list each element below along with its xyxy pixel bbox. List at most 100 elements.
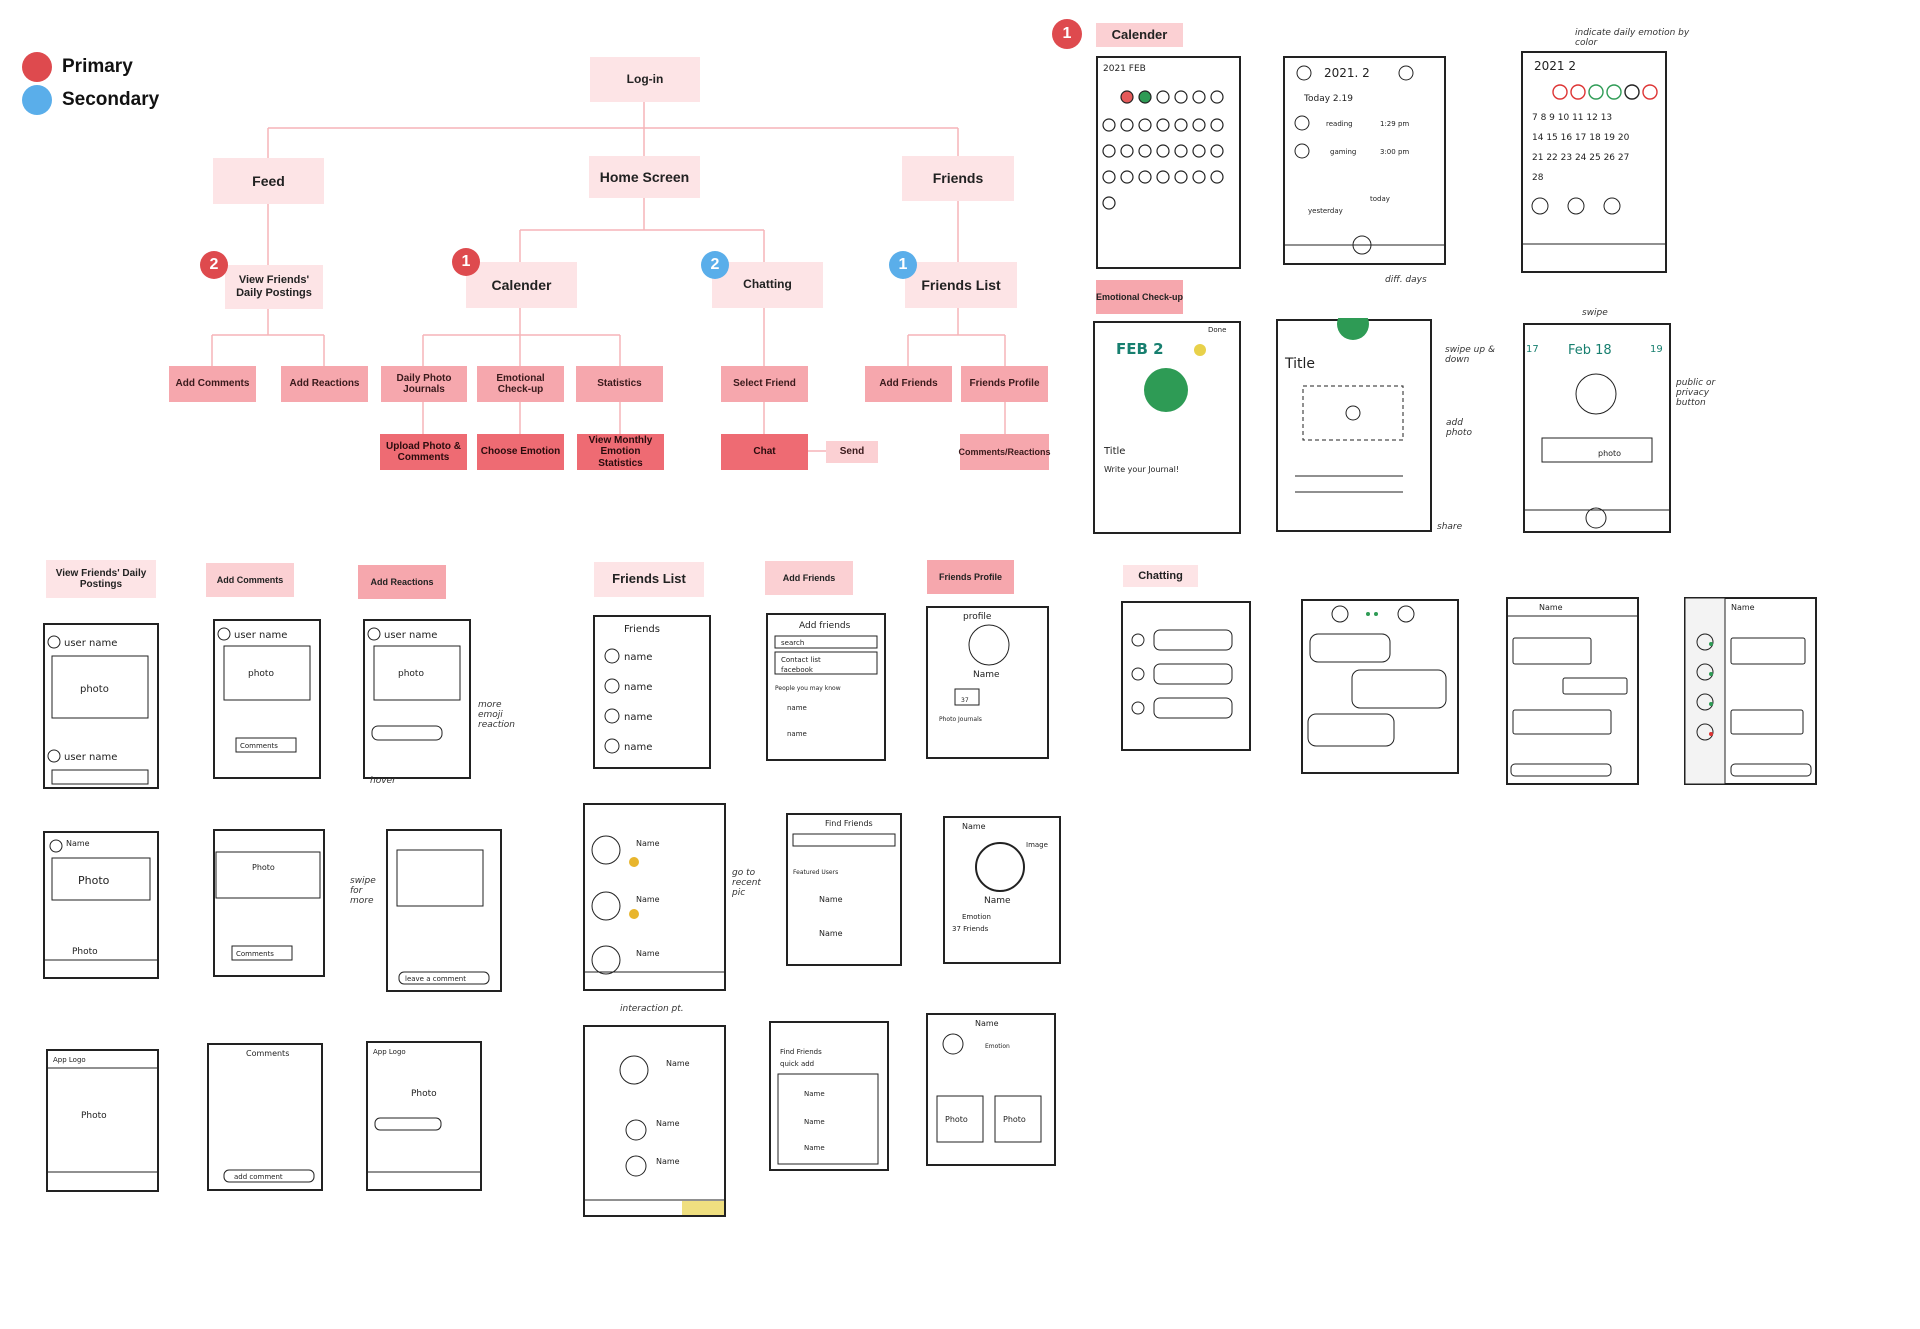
profile-sketch-2: Name Image Name Emotion 37 Friends (943, 816, 1061, 964)
send-node: Send (826, 441, 878, 463)
flh2-name-1: Name (666, 1059, 690, 1068)
friends-list-home-sketch-1: Name Name Name (583, 803, 726, 991)
home-screen-node: Home Screen (589, 156, 700, 198)
emotional-section-header: Emotional Check-up (1096, 280, 1183, 314)
cal2-reading-time: 1:29 pm (1380, 120, 1409, 128)
primary-legend-label: Primary (62, 56, 133, 77)
comments-reactions-node: Comments/Reactions (958, 434, 1051, 470)
cal2-today: Today 2.19 (1303, 94, 1353, 104)
ff2-quick-add: quick add (780, 1060, 814, 1068)
emo3-swipe-note: swipe (1582, 308, 1608, 318)
flow-connectors (211, 102, 1006, 452)
friends-list-priority-badge: 1 (889, 251, 917, 279)
flh1-recent-pic-note: go to recent pic (732, 868, 761, 898)
friends-node: Friends (902, 156, 1014, 201)
emo3-public-note: public or privacy button (1676, 378, 1716, 408)
fh1-photo-2: Photo (72, 947, 98, 957)
friends-list-node: Friends List (905, 262, 1017, 308)
af-facebook: facebook (781, 666, 814, 674)
svg-text:28: 28 (1532, 173, 1544, 183)
find-friends-sketch-2: Find Friends quick add Name Name Name (769, 1021, 889, 1171)
calender-node: Calender (466, 262, 577, 308)
emo2-share-note: share (1437, 522, 1463, 532)
fl-friends: Friends (624, 624, 660, 635)
add-comments-sketch: user name photo Comments (213, 619, 321, 779)
primary-legend-dot (22, 52, 52, 82)
flh1-name-1: Name (636, 839, 660, 848)
ff2-name-3: Name (804, 1144, 825, 1152)
fc-add-comment: add comment (234, 1173, 283, 1181)
secondary-legend-label: Secondary (62, 89, 160, 110)
ar-hover-note: hover (370, 776, 396, 786)
fa2-photo: Photo (411, 1089, 437, 1099)
cal3-emotion-color-note: indicate daily emotion by color (1575, 28, 1690, 48)
fh2-comments: Comments (236, 950, 274, 958)
view-friends-sketch: user name photo user name (43, 623, 159, 789)
fa1-app-logo: App Logo (53, 1056, 86, 1064)
fc-comments-title: Comments (246, 1049, 289, 1058)
cal3-year: 2021 2 (1534, 59, 1576, 73)
ch4-name: Name (1731, 603, 1755, 612)
view-friends-section-header: View Friends' Daily Postings (46, 560, 156, 598)
fh2-photo: Photo (252, 863, 275, 872)
fp-photo-journals: Photo Journals (939, 716, 982, 723)
fh3-leave-comment: leave a comment (405, 975, 466, 983)
emo1-done: Done (1208, 326, 1226, 334)
calender-sketch-1: 2021 FEB (1096, 56, 1241, 269)
cal2-reading: reading (1326, 120, 1353, 128)
friends-list-sketch: Friends name name name name (593, 615, 711, 769)
ff2-title: Find Friends (780, 1048, 822, 1056)
find-friends-sketch-1: Find Friends Featured Users Name Name (786, 813, 902, 966)
monthly-statistics-node: View Monthly Emotion Statistics (577, 434, 664, 470)
af-contact-list: Contact list (781, 656, 821, 664)
cal2-gaming-time: 3:00 pm (1380, 148, 1409, 156)
af-name-1: name (787, 704, 807, 712)
fp-friends-count: 37 (961, 697, 969, 704)
ff2-name-2: Name (804, 1118, 825, 1126)
fa2-app-logo: App Logo (373, 1048, 406, 1056)
statistics-node: Statistics (576, 366, 663, 402)
emotional-sketch-2: Title (1276, 318, 1432, 532)
p2-image: Image (1026, 841, 1048, 849)
ff1-name-1: Name (819, 895, 843, 904)
feed-home-sketch-1: Name Photo Photo (43, 831, 159, 979)
af-search: search (781, 639, 804, 647)
feed-home-sketch-3: leave a comment (386, 829, 502, 992)
chatting-priority-badge: 2 (701, 251, 729, 279)
calender-section-header: Calender (1096, 23, 1183, 47)
vf-user-name: user name (64, 638, 117, 649)
af-name-2: name (787, 730, 807, 738)
chatting-sketch-3: Name (1506, 597, 1639, 785)
upload-photo-node: Upload Photo & Comments (380, 434, 467, 470)
add-comments-node: Add Comments (169, 366, 256, 402)
daily-photo-journals-node: Daily Photo Journals (381, 366, 467, 402)
emo3-photo: photo (1598, 449, 1621, 458)
p3-emotion: Emotion (985, 1043, 1010, 1050)
add-friends-sketch: Add friends search Contact list facebook… (766, 613, 886, 761)
fl-name-2: name (624, 682, 652, 693)
ff1-title: Find Friends (825, 819, 873, 828)
emotional-checkup-node: Emotional Check-up (477, 366, 564, 402)
ff1-name-2: Name (819, 929, 843, 938)
ac-comments: Comments (240, 742, 278, 750)
ac-photo: photo (248, 669, 274, 679)
ch3-name: Name (1539, 603, 1563, 612)
feed-app-sketch-2: App Logo Photo (366, 1041, 482, 1191)
feed-node: Feed (213, 158, 324, 204)
svg-text:14 15 16 17 18 19 20: 14 15 16 17 18 19 20 (1532, 133, 1630, 143)
cal2-diff-days-note: diff. days (1385, 275, 1427, 285)
fh1-name: Name (66, 839, 90, 848)
p3-photo-2: Photo (1003, 1115, 1026, 1124)
svg-text:21 22 23 24 25 26 27: 21 22 23 24 25 26 27 (1532, 153, 1629, 163)
flh2-name-2: Name (656, 1119, 680, 1128)
feed-comments-sketch: Comments add comment (207, 1043, 323, 1191)
feed-app-sketch-1: App Logo Photo (46, 1049, 159, 1192)
friends-list-home-sketch-2: Name Name Name (583, 1025, 726, 1217)
emo2-title: Title (1284, 356, 1315, 372)
cal2-yesterday: yesterday (1308, 207, 1343, 215)
secondary-legend-dot (22, 85, 52, 115)
emo2-add-photo-note: add photo (1446, 418, 1472, 438)
ff2-name-1: Name (804, 1090, 825, 1098)
fh1-photo: Photo (78, 874, 110, 887)
flh1-name-3: Name (636, 949, 660, 958)
